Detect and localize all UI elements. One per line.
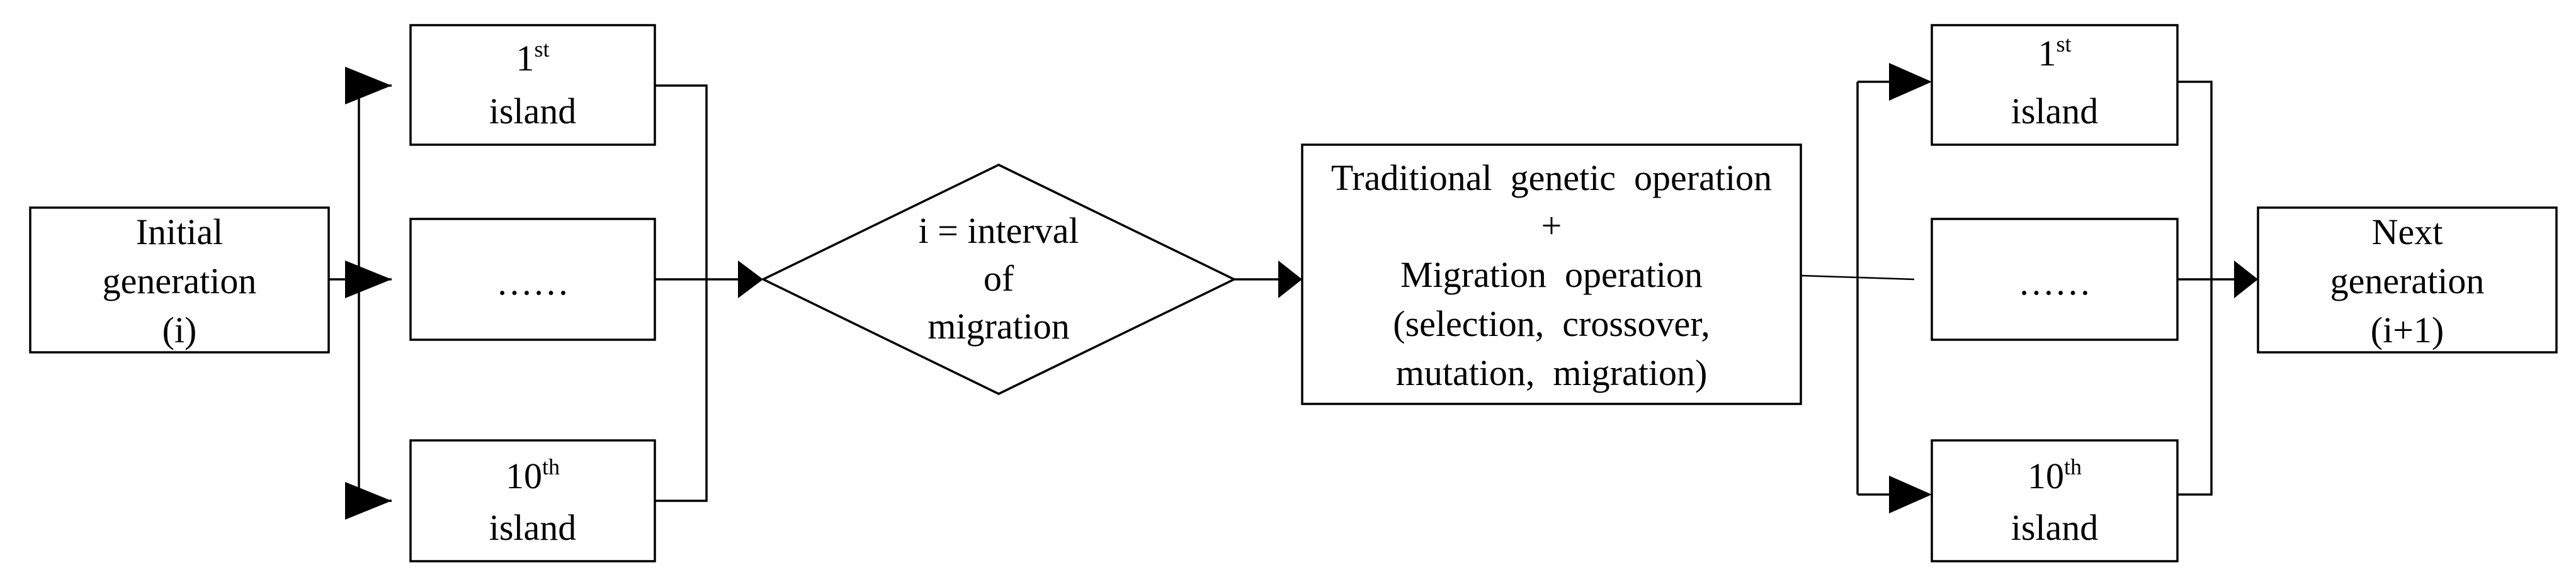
arrowhead-icon [738, 260, 763, 298]
arrowhead-icon [1889, 476, 1932, 513]
next-generation-box [2257, 206, 2558, 354]
left-island-first-box [409, 24, 656, 146]
right-island-last-label: island [2011, 507, 2099, 548]
initial-line-3: (i) [162, 310, 197, 350]
right-island-first-node: 1st island [1931, 24, 2179, 146]
right-island-first-ordinal: 1st [2038, 31, 2071, 74]
initial-generation-node: Initial generation (i) [29, 206, 330, 354]
left-island-first-node: 1st island [409, 24, 656, 146]
arrowhead-icon [1889, 63, 1932, 101]
left-island-middle-ellipsis: …… [496, 262, 569, 303]
right-island-middle-ellipsis: …… [2018, 262, 2091, 303]
initial-line-1: Initial [136, 211, 224, 252]
next-line-2: generation [2330, 260, 2485, 301]
next-line-1: Next [2372, 211, 2443, 252]
operation-line-3: Migration operation [1400, 254, 1703, 295]
right-island-first-box [1931, 24, 2179, 146]
operation-box [1301, 143, 1802, 405]
right-island-middle-box [1931, 218, 2179, 341]
left-island-last-label: island [489, 507, 577, 548]
decision-line-3: migration [928, 306, 1070, 347]
right-island-last-node: 10th island [1931, 439, 2179, 562]
next-generation-node: Next generation (i+1) [2257, 206, 2558, 354]
right-island-last-box [1931, 439, 2179, 562]
arrowhead-icon [2234, 260, 2258, 298]
decision-line-2: of [984, 258, 1014, 299]
arrowhead-icon [1278, 260, 1302, 298]
right-first-to-merge [2177, 81, 2213, 279]
operation-node: Traditional genetic operation + Migratio… [1301, 143, 1802, 405]
operation-line-2: + [1541, 205, 1562, 246]
left-island-middle-node: …… [409, 218, 656, 341]
operation-line-1: Traditional genetic operation [1331, 157, 1772, 198]
arrowhead-icon [345, 67, 392, 104]
left-last-to-merge [655, 279, 708, 502]
arrowhead-icon [345, 482, 392, 520]
decision-line-1: i = interval [919, 210, 1079, 251]
arrowheads [345, 63, 2258, 520]
right-island-first-label: island [2011, 91, 2099, 131]
right-island-last-ordinal: 10th [2028, 454, 2082, 496]
arrowhead-icon [345, 260, 392, 298]
initial-generation-box [29, 206, 330, 354]
right-island-middle-node: …… [1931, 218, 2179, 341]
connectors [329, 81, 2243, 502]
right-last-to-merge [2177, 279, 2213, 496]
initial-line-2: generation [103, 260, 257, 301]
operation-line-5: mutation, migration) [1396, 352, 1708, 393]
left-island-first-label: island [489, 91, 577, 131]
decision-diamond [761, 164, 1237, 395]
left-island-middle-box [409, 218, 656, 341]
left-island-first-ordinal: 1st [516, 36, 549, 79]
left-island-last-ordinal: 10th [506, 454, 560, 496]
decision-node: i = interval of migration [761, 164, 1237, 395]
operation-line-4: (selection, crossover, [1393, 303, 1710, 344]
next-line-3: (i+1) [2371, 310, 2444, 350]
left-island-last-node: 10th island [409, 439, 656, 562]
left-island-last-box [409, 439, 656, 562]
left-first-to-merge [655, 84, 708, 279]
